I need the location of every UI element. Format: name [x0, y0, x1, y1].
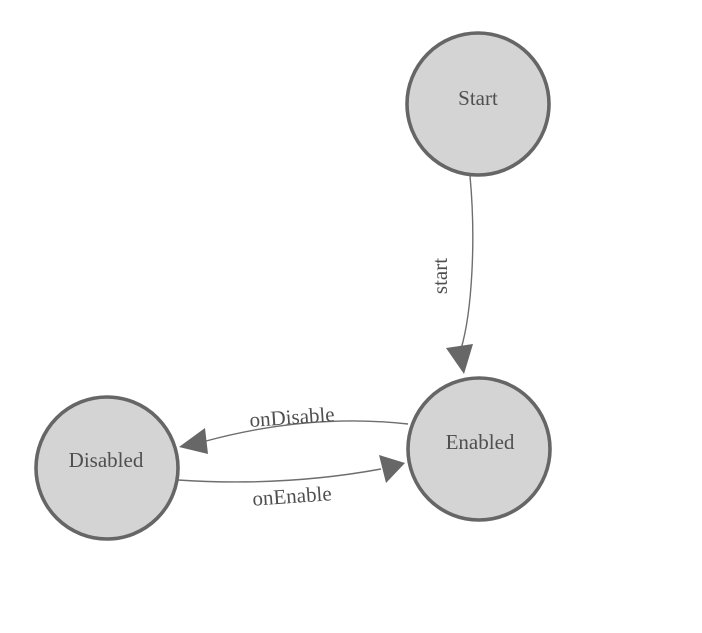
state-label-enabled: Enabled — [446, 430, 515, 454]
edge-label-start: start — [428, 258, 452, 294]
edge-label-ondisable: onDisable — [249, 402, 336, 432]
state-circle-disabled — [34, 395, 180, 541]
state-node-disabled: Disabled — [34, 395, 180, 541]
state-node-start: Start — [405, 31, 551, 177]
state-label-start: Start — [458, 86, 498, 110]
edge-label-onenable: onEnable — [252, 481, 333, 510]
edge-start-to-enabled: start — [428, 175, 474, 374]
edge-line-start-to-enabled — [460, 175, 474, 350]
state-node-enabled: Enabled — [406, 376, 552, 522]
arrowhead-start-to-enabled — [446, 344, 473, 374]
state-circle-enabled — [406, 376, 552, 522]
edge-enabled-to-disabled: onDisable — [179, 402, 409, 454]
arrowhead-disabled-to-enabled — [379, 455, 405, 483]
state-label-disabled: Disabled — [69, 448, 144, 472]
edge-line-enabled-to-disabled — [205, 420, 409, 442]
state-circle-start — [405, 31, 551, 177]
arrowhead-enabled-to-disabled — [179, 428, 208, 454]
edge-line-disabled-to-enabled — [177, 468, 382, 483]
edge-disabled-to-enabled: onEnable — [177, 455, 405, 511]
